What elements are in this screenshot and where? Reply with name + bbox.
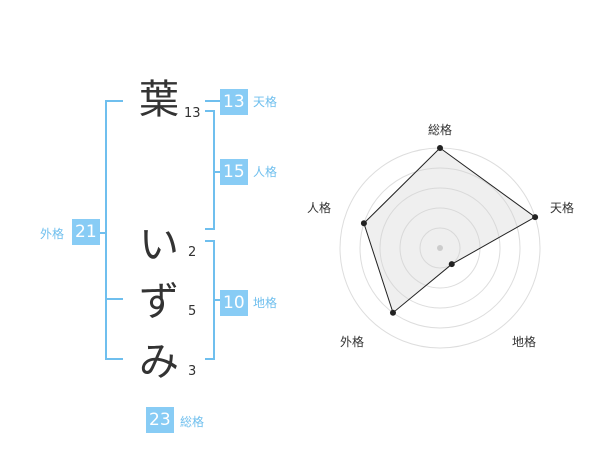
chikaku-label: 地格 [253,296,278,310]
radar-ring [419,227,461,269]
radar-ring [359,167,521,329]
radar-axis-label-gaikaku: 外格 [340,334,364,349]
jinkaku-label: 人格 [253,165,278,179]
stroke-count-3: 5 [188,304,197,319]
radar-axis-label-tenkaku: 天格 [550,200,574,215]
tenkaku-value-badge: 13 [220,89,248,115]
radar-point-2 [532,214,539,221]
soukaku-label: 総格 [180,415,205,429]
gaikaku-value-badge: 21 [72,219,100,245]
stroke-count-2: 2 [188,245,197,260]
gaikaku-bracket-tick [105,298,123,300]
radar-area [363,147,537,314]
radar-points [360,145,539,316]
name-char-4: み [139,339,179,385]
gaikaku-label: 外格 [40,227,65,241]
stroke-count-4: 3 [188,364,197,379]
chikaku-value-badge: 10 [220,290,248,316]
chikaku-connector [215,299,221,301]
radar-ring [379,187,501,309]
radar-axis-label-jinkaku: 人格 [307,200,331,215]
gaikaku-connector [98,232,106,234]
gaikaku-bracket [105,100,123,360]
radar-point-5 [360,220,367,227]
radar-point-4 [389,309,396,316]
name-char-1: 葉 [139,77,179,123]
radar-point-1 [437,145,443,151]
name-char-2: い [139,222,179,268]
chikaku-bracket [205,240,215,360]
radar-axis-label-chikaku: 地格 [512,334,536,349]
jinkaku-value-badge: 15 [220,159,248,185]
radar-point-3 [448,261,455,268]
radar-axis-label-soukaku: 総格 [428,122,452,137]
name-char-3: ず [139,279,179,325]
tenkaku-connector [205,100,220,102]
jinkaku-connector [215,171,221,173]
radar-labels: 総格 天格 地格 外格 人格 [307,122,574,349]
soukaku-value-badge: 23 [146,407,174,433]
radar-center [437,245,443,251]
tenkaku-label: 天格 [253,95,278,109]
stroke-count-1: 13 [184,106,201,121]
jinkaku-bracket [205,110,215,230]
